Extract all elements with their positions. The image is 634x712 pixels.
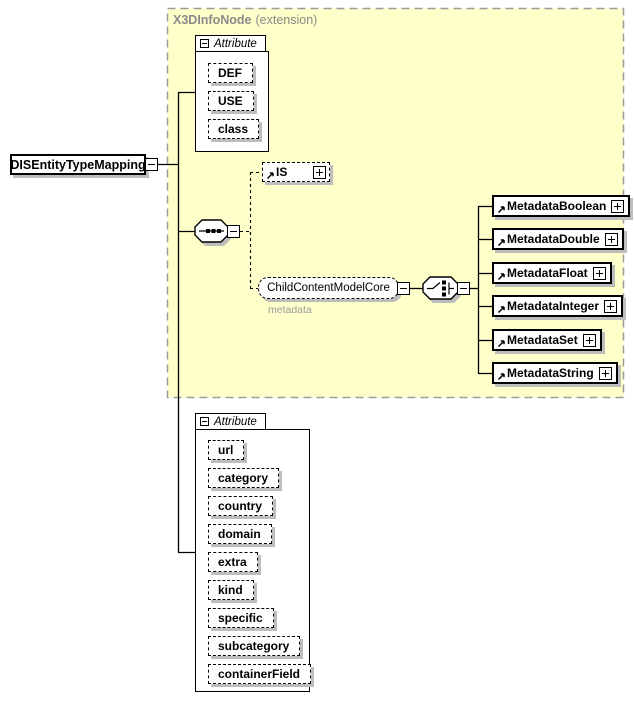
solid-connectors: [158, 91, 492, 554]
expand-button[interactable]: [604, 299, 618, 313]
attribute-label: kind: [218, 583, 243, 597]
attribute-label: country: [218, 499, 263, 513]
local-attribute-group-label: Attribute: [214, 415, 257, 428]
root-collapse-button[interactable]: [145, 158, 158, 171]
expand-button[interactable]: [604, 232, 618, 246]
attribute-label: extra: [218, 555, 247, 569]
attribute-label: containerField: [218, 667, 301, 681]
attribute-item-containerfield[interactable]: containerField: [208, 664, 312, 684]
is-expand-button[interactable]: [313, 165, 326, 179]
childcontentmodelcore-collapse-button[interactable]: [397, 282, 410, 295]
extension-base-type: X3DInfoNode: [173, 13, 252, 27]
attribute-item-category[interactable]: category: [208, 468, 280, 488]
reference-arrow-icon: [497, 340, 505, 348]
sequence-indicator-icon[interactable]: [194, 219, 231, 246]
reference-arrow-icon: [497, 373, 505, 381]
element-is-label: IS: [276, 165, 288, 179]
attribute-label: category: [218, 471, 269, 485]
attribute-item-url[interactable]: url: [208, 440, 245, 460]
group-childcontentmodelcore[interactable]: ChildContentModelCore: [258, 277, 399, 299]
attribute-item-subcategory[interactable]: subcategory: [208, 636, 301, 656]
expand-button[interactable]: [582, 333, 596, 347]
core-attribute-group-label: Attribute: [214, 37, 257, 50]
attribute-item-kind[interactable]: kind: [208, 580, 254, 600]
sequence-collapse-button[interactable]: [227, 225, 240, 238]
attribute-item-use[interactable]: USE: [208, 91, 254, 111]
element-metadatadouble[interactable]: MetadataDouble: [492, 228, 624, 250]
attribute-label: USE: [218, 94, 243, 108]
element-label: MetadataString: [507, 366, 594, 380]
element-label: MetadataFloat: [507, 266, 588, 280]
extension-title: X3DInfoNode(extension): [173, 13, 317, 27]
attribute-item-specific[interactable]: specific: [208, 608, 274, 628]
attribute-item-extra[interactable]: extra: [208, 552, 258, 572]
attribute-label: domain: [218, 527, 261, 541]
collapse-icon[interactable]: [200, 417, 209, 426]
element-label: MetadataDouble: [507, 232, 600, 246]
collapse-icon[interactable]: [200, 39, 209, 48]
reference-arrow-icon: [266, 172, 274, 180]
element-label: MetadataInteger: [507, 299, 600, 313]
expand-button[interactable]: [611, 199, 625, 213]
choice-collapse-button[interactable]: [457, 282, 470, 295]
root-element-label: DISEntityTypeMapping: [10, 157, 146, 172]
reference-arrow-icon: [497, 206, 505, 214]
attribute-label: DEF: [218, 66, 242, 80]
root-element[interactable]: DISEntityTypeMapping: [10, 154, 146, 175]
attribute-label: class: [218, 122, 249, 136]
choice-indicator-icon[interactable]: [422, 276, 461, 303]
expand-button[interactable]: [592, 266, 606, 280]
attribute-label: url: [218, 443, 234, 457]
element-metadatafloat[interactable]: MetadataFloat: [492, 262, 612, 284]
core-attribute-group-tab[interactable]: Attribute: [195, 35, 266, 52]
attribute-label: specific: [218, 611, 263, 625]
element-metadataset[interactable]: MetadataSet: [492, 329, 602, 351]
group-label: ChildContentModelCore: [267, 282, 390, 294]
attribute-item-class[interactable]: class: [208, 119, 260, 139]
attribute-item-country[interactable]: country: [208, 496, 274, 516]
element-metadatastring[interactable]: MetadataString: [492, 362, 618, 384]
attribute-item-domain[interactable]: domain: [208, 524, 272, 544]
reference-arrow-icon: [497, 273, 505, 281]
attribute-item-def[interactable]: DEF: [208, 63, 253, 83]
element-is[interactable]: IS: [262, 162, 330, 182]
reference-arrow-icon: [497, 239, 505, 247]
annotation-metadata: metadata: [268, 304, 312, 316]
attribute-label: subcategory: [218, 639, 290, 653]
element-metadatainteger[interactable]: MetadataInteger: [492, 295, 624, 317]
element-label: MetadataSet: [507, 333, 578, 347]
reference-arrow-icon: [497, 306, 505, 314]
expand-button[interactable]: [598, 366, 612, 380]
element-metadataboolean[interactable]: MetadataBoolean: [492, 195, 631, 217]
element-label: MetadataBoolean: [507, 199, 607, 213]
extension-qualifier: (extension): [255, 13, 318, 27]
dashed-connectors: [240, 171, 262, 290]
local-attribute-group-tab[interactable]: Attribute: [195, 413, 266, 430]
